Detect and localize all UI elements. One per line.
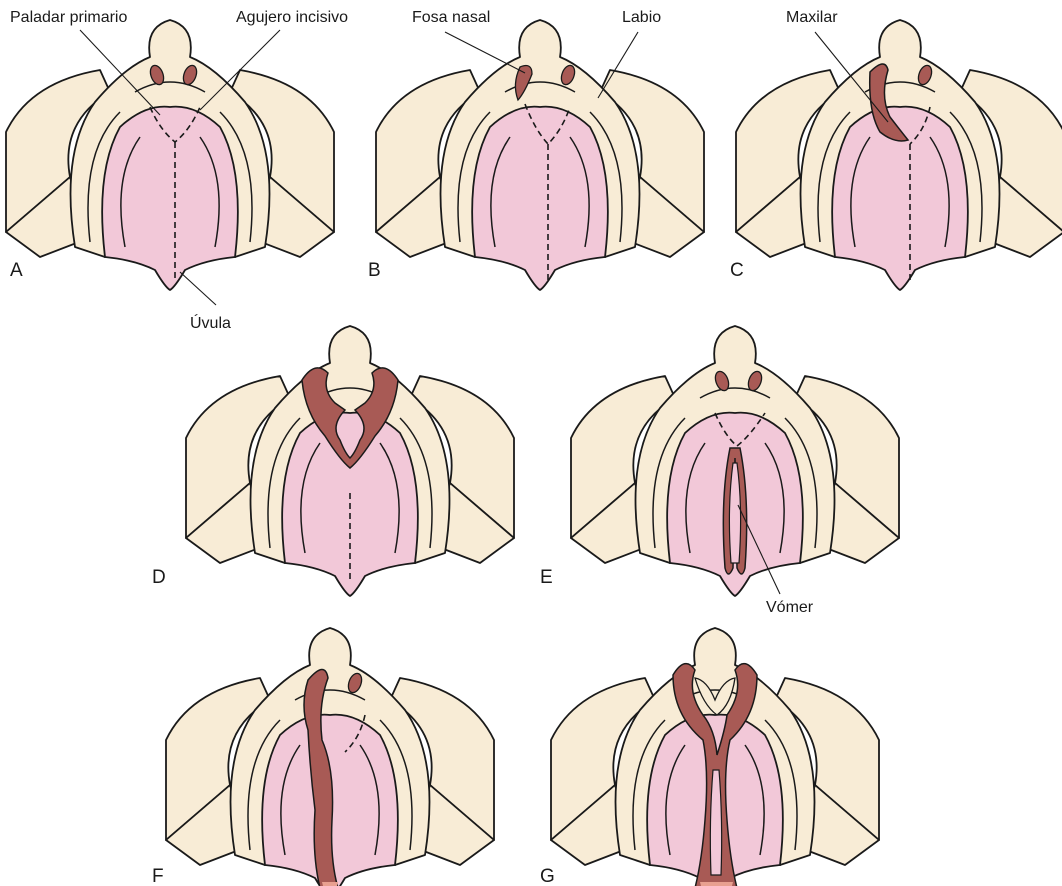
panel-label-g: G	[540, 866, 555, 886]
panel-label-b: B	[368, 260, 381, 281]
label-paladar-primario: Paladar primario	[10, 9, 127, 26]
panel-e	[571, 326, 899, 596]
panel-f	[166, 628, 494, 886]
panel-a	[6, 20, 334, 290]
panel-d	[186, 326, 514, 596]
panel-g	[551, 628, 879, 886]
panel-label-f: F	[152, 866, 164, 886]
label-agujero-incisivo: Agujero incisivo	[236, 9, 348, 26]
panel-label-c: C	[730, 260, 744, 281]
label-vomer: Vómer	[766, 599, 814, 616]
label-fosa-nasal: Fosa nasal	[412, 9, 490, 26]
panel-label-e: E	[540, 567, 553, 588]
label-maxilar: Maxilar	[786, 9, 838, 26]
panel-label-d: D	[152, 567, 166, 588]
label-uvula: Úvula	[190, 313, 231, 332]
panel-label-a: A	[10, 260, 23, 281]
panel-b	[376, 20, 704, 290]
panel-c	[736, 20, 1062, 290]
label-labio: Labio	[622, 9, 661, 26]
